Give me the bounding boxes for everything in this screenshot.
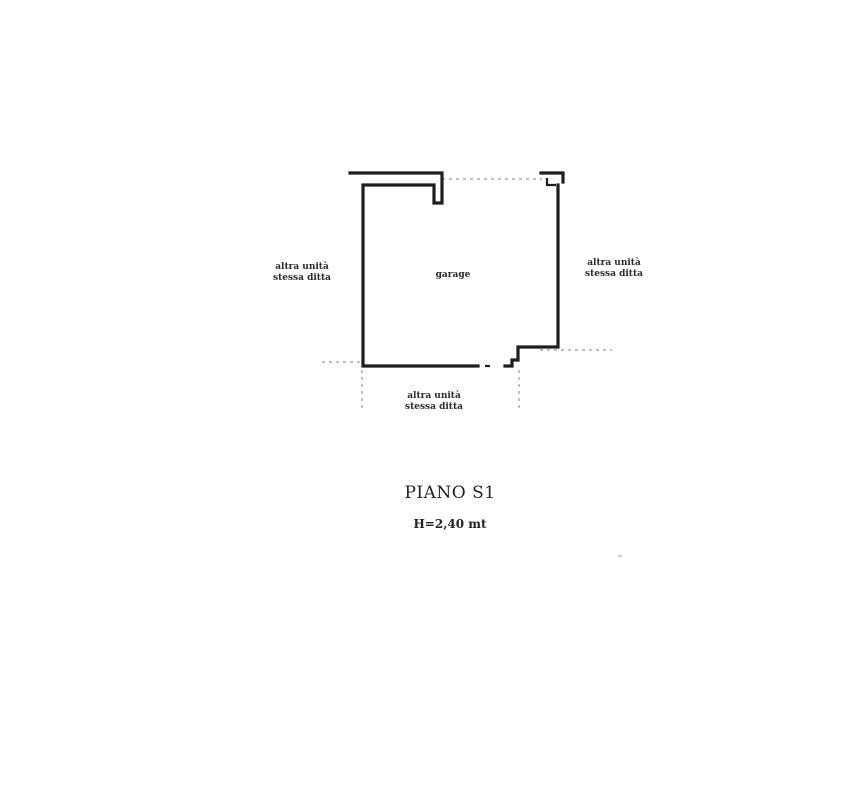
adjacent-unit-bottom-label: altra unità stessa ditta bbox=[394, 391, 474, 413]
wall-right bbox=[503, 183, 560, 368]
floor-title: PIANO S1 bbox=[404, 483, 496, 503]
scan-speck bbox=[618, 555, 622, 557]
adjacent-bottom-line-2: stessa ditta bbox=[405, 402, 463, 412]
adjacent-unit-right-label: altra unità stessa ditta bbox=[574, 258, 654, 280]
floor-height: H=2,40 mt bbox=[413, 517, 487, 531]
adjacent-bottom-line-1: altra unità bbox=[407, 391, 461, 401]
room-label-garage: garage bbox=[435, 270, 471, 280]
wall-right-jamb bbox=[545, 178, 556, 187]
adjacent-left-line-1: altra unità bbox=[275, 262, 329, 272]
adjacent-left-line-2: stessa ditta bbox=[273, 273, 331, 283]
adjacent-unit-left-label: altra unità stessa ditta bbox=[262, 262, 342, 284]
wall-top-right bbox=[539, 171, 565, 184]
adjacent-right-line-1: altra unità bbox=[587, 258, 641, 268]
wall-top-left bbox=[348, 171, 480, 368]
adjacent-right-line-2: stessa ditta bbox=[585, 269, 643, 279]
